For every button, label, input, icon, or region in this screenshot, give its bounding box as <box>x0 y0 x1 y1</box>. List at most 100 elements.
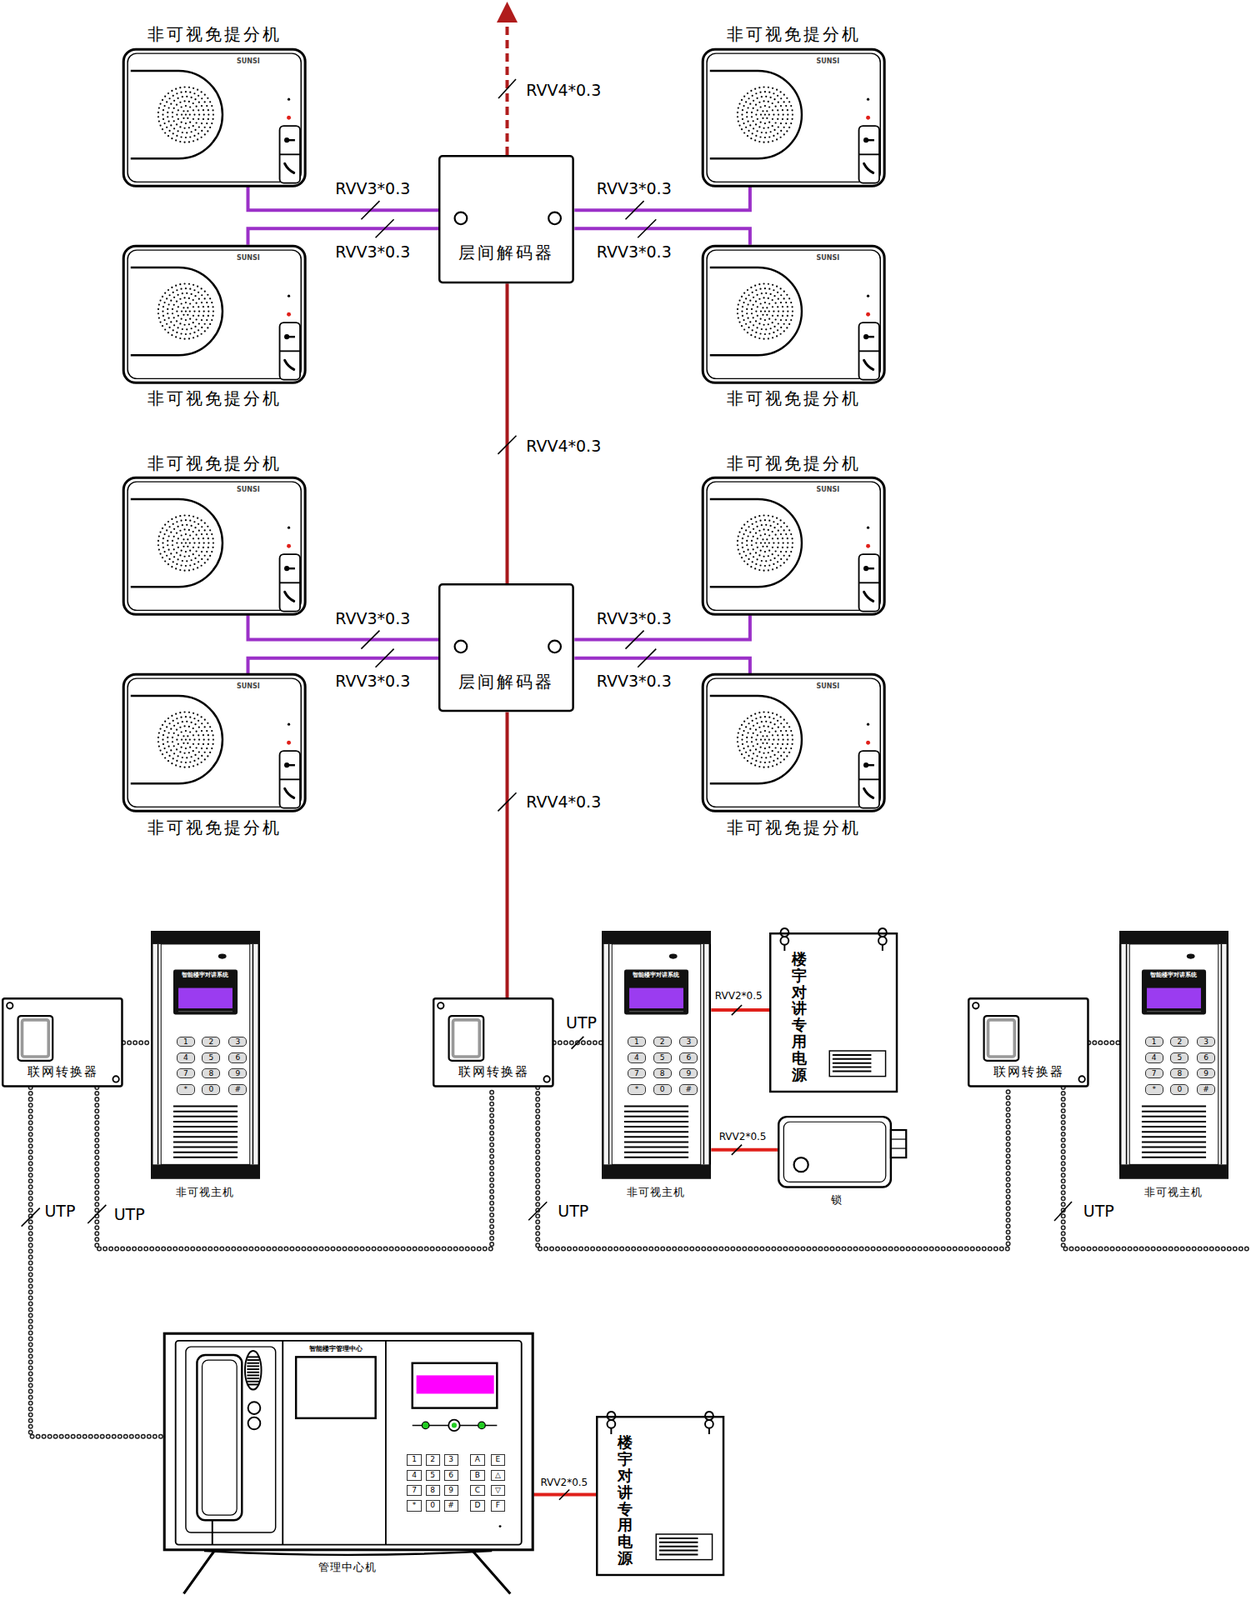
drawing-circle <box>180 287 182 290</box>
drawing-circle <box>752 316 755 319</box>
drawing-circle <box>763 555 766 557</box>
drawing-circle <box>175 134 178 136</box>
drawing-circle <box>776 720 779 722</box>
drawing-circle <box>161 556 164 559</box>
drawing-path <box>864 591 874 601</box>
device-label: 非可视免提分机 <box>686 453 901 474</box>
drawing-circle <box>749 728 751 731</box>
drawing-circle <box>749 124 751 126</box>
cable-spec: RVV3*0.3 <box>333 242 412 262</box>
drawing-circle <box>167 563 170 566</box>
drawing-circle <box>865 544 871 549</box>
drawing-circle <box>197 305 200 308</box>
drawing-circle <box>183 752 186 755</box>
drawing-path <box>878 928 887 951</box>
drawing-circle <box>164 95 166 97</box>
drawing-circle <box>769 564 771 566</box>
drawing-circle <box>785 104 787 106</box>
drawing-circle <box>205 747 208 750</box>
drawing-line <box>624 1155 689 1158</box>
drawing-circle <box>781 743 784 746</box>
drawing-circle <box>786 315 789 317</box>
drawing-circle <box>162 305 165 308</box>
drawing-circle <box>755 739 758 741</box>
pow-device: 楼宇对讲专用电源 <box>595 1416 725 1577</box>
drawing-circle <box>780 755 782 757</box>
drawing-line <box>246 1381 260 1383</box>
drawing-circle <box>177 109 180 111</box>
drawing-circle <box>783 758 786 761</box>
drawing-circle <box>783 290 786 292</box>
drawing-path <box>285 163 295 173</box>
drawing-circle <box>760 113 762 116</box>
drawing-circle <box>749 320 751 323</box>
drawing-circle <box>182 314 185 316</box>
drawing-circle <box>205 730 208 732</box>
keypad-key: 2 <box>425 1454 441 1466</box>
drawing-circle <box>284 565 290 571</box>
drawing-line <box>173 1130 238 1133</box>
cable-spec: UTP <box>42 1201 77 1221</box>
drawing-circle <box>192 743 195 746</box>
cable-slash <box>731 1145 742 1156</box>
drawing-circle <box>755 531 757 534</box>
drawing-circle <box>760 90 762 93</box>
drawing-rect <box>890 1130 906 1159</box>
drawing-circle <box>168 129 171 131</box>
drawing-circle <box>767 126 770 129</box>
drawing-circle <box>762 735 765 737</box>
drawing-circle <box>775 746 777 749</box>
drawing-circle <box>741 537 744 540</box>
drawing-circle <box>180 519 182 521</box>
drawing-circle <box>164 328 166 331</box>
drawing-circle <box>740 724 743 726</box>
drawing-circle <box>161 753 164 756</box>
drawing-circle <box>183 725 186 727</box>
drawing-line <box>173 1120 238 1123</box>
drawing-circle <box>786 755 789 757</box>
drawing-circle <box>745 544 748 546</box>
drawing-line <box>157 943 159 1164</box>
drawing-rect <box>859 125 880 184</box>
drawing-circle <box>780 564 782 566</box>
drawing-circle <box>182 110 185 112</box>
drawing-rect <box>706 250 881 379</box>
drawing-circle <box>771 545 774 548</box>
drawing-circle <box>175 123 178 126</box>
drawing-circle <box>865 312 871 317</box>
drawing-circle <box>211 109 214 111</box>
drawing-rect <box>603 931 711 1178</box>
drawing-circle <box>170 518 173 521</box>
drawing-circle <box>200 319 203 321</box>
drawing-circle <box>780 319 782 321</box>
drawing-circle <box>783 297 786 300</box>
drawing-circle <box>763 323 766 326</box>
drawing-rect <box>624 969 689 1015</box>
drawing-circle <box>777 554 780 556</box>
drawing-circle <box>164 720 166 723</box>
drawing-circle <box>168 722 171 725</box>
drawing-circle <box>181 560 184 562</box>
drawing-circle <box>192 553 195 556</box>
drawing-circle <box>739 552 741 555</box>
drawing-circle <box>177 743 180 746</box>
drawing-circle <box>755 520 758 523</box>
drawing-circle <box>751 94 754 96</box>
drawing-rect <box>453 1020 481 1057</box>
drawing-circle <box>760 730 762 733</box>
drawing-circle <box>179 711 181 714</box>
drawing-circle <box>751 132 754 135</box>
device-label: 管理中心机 <box>286 1561 410 1575</box>
drawing-circle <box>743 720 746 723</box>
drawing-circle <box>739 749 741 751</box>
conv-device: 联网转换器 <box>1 997 124 1088</box>
drawing-circle <box>202 109 205 111</box>
drawing-circle <box>766 735 769 737</box>
drawing-circle <box>189 746 191 749</box>
drawing-rect <box>770 933 897 1092</box>
drawing-circle <box>767 725 770 728</box>
drawing-circle <box>172 94 175 96</box>
drawing-circle <box>783 100 786 103</box>
drawing-circle <box>192 299 195 301</box>
drawing-circle <box>183 569 186 571</box>
